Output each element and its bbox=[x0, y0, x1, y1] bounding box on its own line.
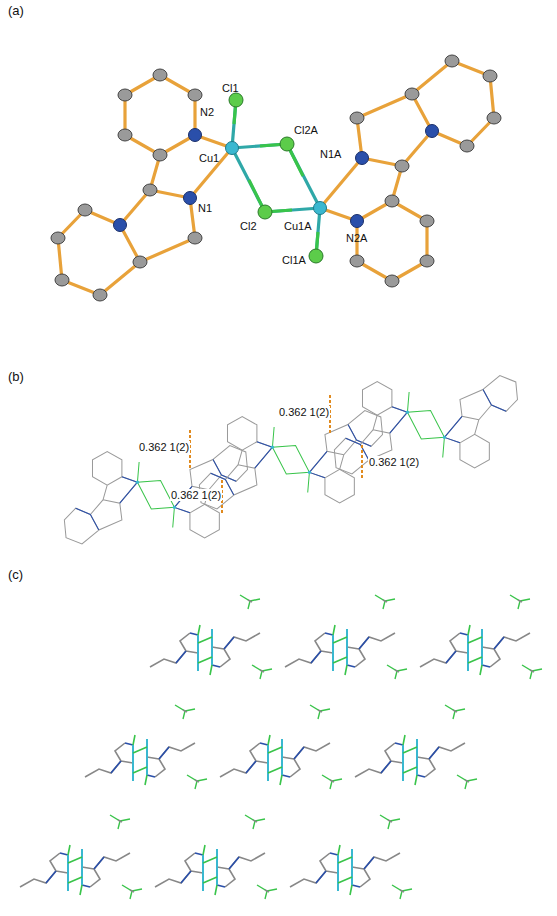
atom-label: Cl1 bbox=[222, 82, 239, 94]
packed-dimer bbox=[420, 625, 530, 675]
atom-label: Cu1 bbox=[199, 152, 219, 164]
solvent-molecule bbox=[257, 885, 277, 899]
panel-label: (c) bbox=[8, 568, 23, 582]
atom-label: N1A bbox=[320, 148, 341, 160]
atom-label: N2 bbox=[200, 106, 214, 118]
solvent-molecule bbox=[245, 815, 265, 829]
panel-label: (b) bbox=[8, 370, 24, 384]
solvent-molecule bbox=[445, 705, 465, 719]
crystal-packing bbox=[20, 595, 542, 899]
molecule-a bbox=[51, 55, 501, 301]
solvent-molecule bbox=[457, 775, 477, 789]
atom-label: Cu1A bbox=[284, 220, 312, 232]
packed-dimer bbox=[355, 735, 465, 785]
panel-label: (a) bbox=[8, 4, 24, 18]
distance-label: 0.362 1(2) bbox=[170, 489, 222, 501]
packed-dimer bbox=[290, 845, 400, 895]
solvent-molecule bbox=[310, 705, 330, 719]
solvent-molecule bbox=[510, 595, 530, 609]
packed-dimer bbox=[220, 735, 330, 785]
solvent-molecule bbox=[387, 665, 407, 679]
distance-label: 0.362 1(2) bbox=[138, 441, 190, 453]
distance-label: 0.362 1(2) bbox=[278, 406, 330, 418]
packed-dimer bbox=[20, 845, 130, 895]
stacking-chain bbox=[64, 376, 517, 544]
solvent-molecule bbox=[322, 775, 342, 789]
solvent-molecule bbox=[240, 595, 260, 609]
packed-dimer bbox=[85, 735, 195, 785]
solvent-molecule bbox=[375, 595, 395, 609]
distance-label: 0.362 1(2) bbox=[368, 456, 420, 468]
atom-label: Cl1A bbox=[282, 254, 306, 266]
packed-dimer bbox=[285, 625, 395, 675]
solvent-molecule bbox=[522, 665, 542, 679]
solvent-molecule bbox=[110, 815, 130, 829]
packed-dimer bbox=[155, 845, 265, 895]
solvent-molecule bbox=[252, 665, 272, 679]
solvent-molecule bbox=[122, 885, 142, 899]
atom-label: Cl2 bbox=[240, 220, 257, 232]
packed-dimer bbox=[150, 625, 260, 675]
atom-label: N1 bbox=[198, 202, 212, 214]
solvent-molecule bbox=[380, 815, 400, 829]
solvent-molecule bbox=[187, 775, 207, 789]
atom-label: Cl2A bbox=[294, 124, 318, 136]
solvent-molecule bbox=[392, 885, 412, 899]
solvent-molecule bbox=[175, 705, 195, 719]
atom-label: N2A bbox=[346, 232, 367, 244]
